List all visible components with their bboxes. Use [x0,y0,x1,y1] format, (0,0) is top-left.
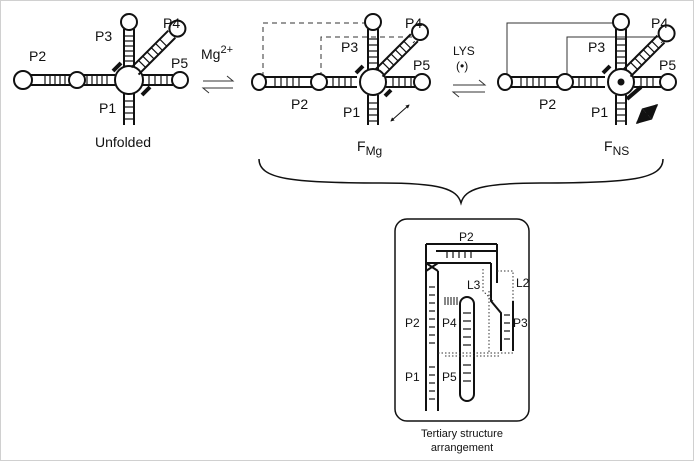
junction-loop [359,68,387,96]
inset-caption-line2: arrangement [431,442,493,454]
p4-helix [130,19,187,76]
junction-marker [383,88,393,98]
lysine-ligand [617,78,625,86]
grouping-brace [258,158,664,206]
p1-helix [615,95,627,125]
p2-label: P2 [29,48,46,64]
mg-equilibrium-arrows: Mg2+ [201,44,235,94]
p2-label: P2 [539,96,556,112]
junction-loop [114,65,144,95]
lys-label: LYS [453,44,475,58]
p3-helix [612,13,630,70]
p2-label: P2 [291,96,308,112]
fmg-structure: P2 P3 P4 P5 P1 FMg [251,13,431,158]
p1-label: P1 [591,104,608,120]
p5-label: P5 [413,57,430,73]
p3-label: P3 [95,28,112,44]
p5-label: P5 [659,57,676,73]
junction-marker [354,64,365,75]
inset-p5-label: P5 [442,370,457,384]
p2-helix [497,73,605,91]
reverse-arrow [451,91,485,98]
inset-l2-label: L2 [516,276,530,290]
p4-helix [374,22,430,78]
fns-structure: P2 P3 P4 P5 P1 FNS [497,13,677,158]
p5-label: P5 [171,55,188,71]
fns-caption: FNS [604,138,629,158]
p3-label: P3 [588,39,605,55]
junction-marker [625,85,643,101]
reverse-arrow [201,87,233,94]
inset-p2-left-label: P2 [405,316,420,330]
p2-helix [251,73,357,91]
forward-arrow [203,75,235,82]
p2-helix [13,70,115,90]
junction-marker [601,64,612,75]
p4-label: P4 [163,15,180,31]
inset-p4-label: P4 [442,316,457,330]
junction-marker [140,85,152,97]
p1-label: P1 [99,100,116,116]
tertiary-contact-dashed [320,36,421,77]
inset-l3-label: L3 [467,278,481,292]
mg-label: Mg2+ [201,44,233,62]
inset-p3-label: P3 [513,316,528,330]
ligand-symbol: (•) [456,59,468,73]
p4-helix [622,24,676,78]
tertiary-structure-inset: P2 L2 L3 P2 P4 P3 P1 P5 Tertiary structu… [394,218,530,454]
inset-caption-line1: Tertiary structure [421,428,503,440]
unfolded-structure: P2 P3 P4 P5 P1 Unfolded [13,13,189,150]
unfolded-caption: Unfolded [95,134,151,150]
lys-equilibrium-arrows: LYS (•) [451,44,487,98]
junction-marker [111,61,123,73]
p4-p5-hairpin [459,296,475,402]
p4-label: P4 [405,15,422,31]
fmg-caption: FMg [357,138,382,158]
forward-arrow [453,79,487,86]
inset-p1-label: P1 [405,370,420,384]
p3-helix [364,13,382,70]
p3-label: P3 [341,39,358,55]
p3-helix [120,13,138,67]
p1-helix [123,93,135,125]
p1-helix [367,95,379,125]
flexibility-arrow [390,104,410,122]
p5-helix [386,73,431,91]
p4-label: P4 [651,15,668,31]
l2-loop [497,270,514,301]
l3-loop [482,269,494,302]
inset-p2-top-label: P2 [459,230,474,244]
p1-label: P1 [343,104,360,120]
p5-helix [142,71,189,89]
flexibility-arrow-bold [635,103,659,125]
